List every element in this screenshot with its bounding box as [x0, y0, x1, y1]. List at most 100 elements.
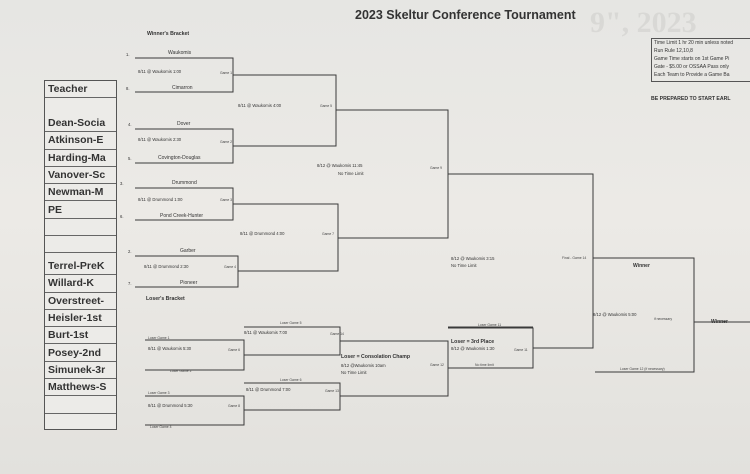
seed-number: 7. — [128, 281, 132, 286]
loser-tag: Loser Game 1 — [148, 336, 170, 340]
loser-game-d-info: 8/11 @ Drummond 7:00 — [246, 387, 291, 392]
game-1-info: 8/11 @ Waukomis 1:00 — [138, 69, 182, 74]
rule-game-time: Game Time starts on 1st Game Pi — [654, 56, 730, 62]
final-tag: Final - Game 14 — [562, 256, 587, 260]
game-tag: Game 6 — [228, 348, 241, 352]
loser-tag: Loser Game 5 — [280, 321, 302, 325]
teacher-cell — [45, 236, 116, 254]
seed-number: 4. — [128, 122, 132, 127]
game-2-info: 8/11 @ Waukomis 2:30 — [138, 137, 182, 142]
game-10-note: No Time Limit — [451, 263, 477, 268]
watermark: 9", 2023 — [590, 6, 697, 39]
winners-bracket-label: Winner's Bracket — [147, 31, 190, 37]
loser-tag: Loser Game 2 — [170, 369, 192, 373]
loser-tag: Loser Game 3 — [148, 391, 170, 395]
game-10-info: 8/12 @ Waukomis 3:15 — [451, 256, 495, 261]
third-place-title: Loser = 3rd Place — [451, 339, 495, 345]
game-tag: Game 3 — [220, 198, 233, 202]
teacher-cell: Matthews-S — [45, 379, 116, 397]
loser-tag: Loser Game 11 — [478, 323, 502, 327]
l-m2 — [145, 395, 245, 426]
game-5-info: 8/11 @ Waukomis 4:00 — [238, 103, 282, 108]
team-cimarron: Cimarron — [172, 85, 193, 91]
teacher-cell: Atkinson-E — [45, 132, 116, 150]
winner-label: Winner — [633, 263, 650, 269]
l-m7 — [533, 340, 594, 349]
teacher-cell: Vanover-Sc — [45, 167, 116, 185]
consolation-time: 8/12 @Waukomis 10am — [341, 363, 386, 368]
third-place-time: 8/12 @ Waukomis 1:30 — [451, 346, 495, 351]
seed-number: 6. — [120, 214, 124, 219]
teacher-table: Teacher Dean-Socia Atkinson-E Harding-Ma… — [44, 80, 117, 430]
game-7-info: 8/11 @ Drummond 4:00 — [240, 231, 285, 236]
r4-m1 — [448, 173, 594, 258]
team-pond-creek-hunter: Pond Creek-Hunter — [160, 213, 204, 219]
loser-game-c-info: 8/11 @ Waukomis 7:00 — [244, 330, 288, 335]
if-necessary-tag: if necessary — [654, 317, 673, 321]
teacher-cell — [45, 396, 116, 414]
loser-tag: Loser Game 4 — [150, 425, 172, 429]
loser-game-b-info: 8/11 @ Drummond 5:30 — [148, 403, 193, 408]
page-title: 2023 Skeltur Conference Tournament — [355, 8, 576, 22]
consolation-note: No Time Limit — [341, 370, 367, 375]
rule-time-limit: Time Limit 1 hr 20 min unless noted — [654, 40, 734, 46]
game-tag: Game 13 — [325, 389, 339, 393]
losers-bracket-label: Loser's Bracket — [146, 296, 185, 302]
seed-number: 3. — [120, 181, 124, 186]
third-place-note: No time limit — [475, 363, 494, 367]
loser-game-a-info: 8/11 @ Waukomis 5:30 — [148, 346, 192, 351]
rule-gate: Gate - $5.00 or OSSAA Pass only — [654, 64, 730, 70]
game-tag: Game 14 — [330, 332, 344, 336]
game-tag: Game 11 — [514, 348, 528, 352]
seed-number: 5. — [128, 156, 132, 161]
team-pioneer: Pioneer — [180, 280, 198, 286]
rule-game-ball: Each Team to Provide a Game Ba — [654, 72, 730, 78]
consolation-title: Loser = Consolation Champ — [341, 354, 411, 360]
game-9-note: No Time Limit — [338, 171, 364, 176]
team-waukomis: Waukomis — [168, 50, 192, 56]
be-prepared-note: BE PREPARED TO START EARL — [651, 96, 731, 102]
teacher-cell: Burt-1st — [45, 327, 116, 345]
teacher-cell: Posey-2nd — [45, 345, 116, 362]
r2-m2 — [233, 203, 339, 272]
game-tag: Game 7 — [322, 232, 335, 236]
game-3-info: 8/11 @ Drummond 1:00 — [138, 197, 183, 202]
teacher-cell: Simunek-3r — [45, 362, 116, 380]
teacher-cell: Dean-Socia — [45, 115, 116, 133]
game-tag: Game 1 — [220, 71, 233, 75]
teacher-cell: Newman-M — [45, 184, 116, 202]
l-m5 — [340, 340, 449, 397]
teacher-cell: PE — [45, 202, 116, 219]
rule-run-rule: Run Rule 12,10,8 — [654, 48, 693, 54]
teacher-cell — [45, 414, 116, 431]
team-dover: Dover — [177, 121, 191, 127]
teacher-cell: Harding-Ma — [45, 150, 116, 167]
team-drummond: Drummond — [172, 180, 197, 186]
team-covington-douglas: Covington-Douglas — [158, 155, 201, 161]
r2-m1 — [233, 74, 337, 147]
game-tag: Game 8 — [228, 404, 241, 408]
teacher-cell: Terrel-PreK — [45, 258, 116, 276]
loser-tag: Loser Game 12 (if necessary) — [620, 367, 665, 371]
game-tag: Game 5 — [320, 104, 333, 108]
game-4-info: 8/11 @ Drummond 2:30 — [144, 264, 189, 269]
game-tag: Game 4 — [224, 265, 237, 269]
l-m1 — [145, 339, 245, 371]
teacher-cell: Willard-K — [45, 275, 116, 293]
seed-number: 8. — [126, 86, 130, 91]
team-garber: Garber — [180, 248, 196, 254]
loser-tag: Loser Game 6 — [280, 378, 302, 382]
rules-box: Time Limit 1 hr 20 min unless noted Run … — [651, 38, 750, 82]
game-tag: Game 12 — [430, 363, 444, 367]
game-tag: Game 9 — [430, 166, 443, 170]
game-tag: Game 2 — [220, 140, 233, 144]
teacher-cell: Overstreet- — [45, 293, 116, 310]
final-game-info: 8/12 @ Waukomis 5:00 — [593, 312, 637, 317]
teacher-header: Teacher — [45, 81, 116, 99]
seed-number: 1. — [126, 52, 130, 57]
teacher-cell — [45, 219, 116, 237]
winner-label-final: Winner — [711, 319, 728, 325]
teacher-cell: Heisler-1st — [45, 310, 116, 328]
